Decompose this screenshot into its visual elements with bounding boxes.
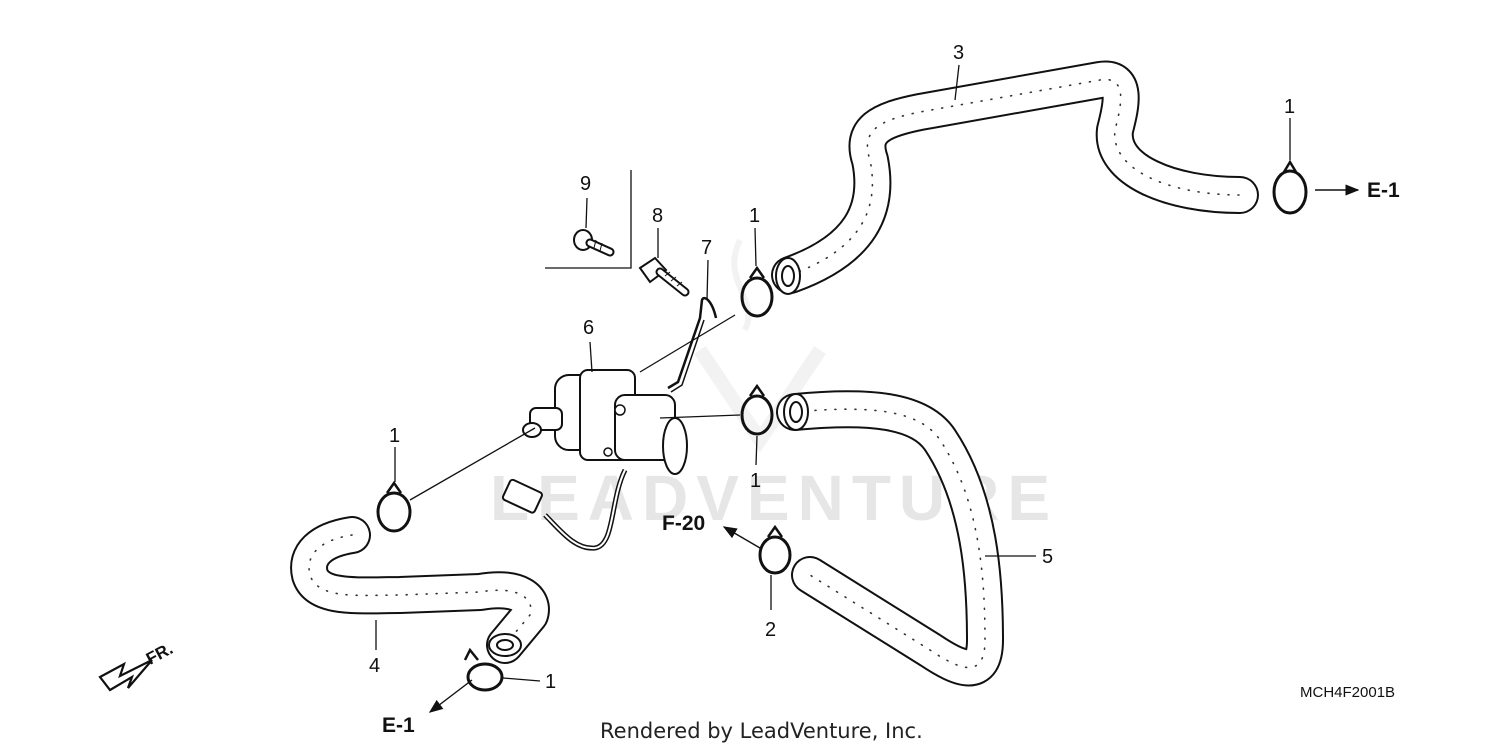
clamp-1-mid	[740, 383, 774, 436]
callout-9: 9	[580, 173, 591, 195]
callout-1-mid: 1	[750, 470, 761, 492]
callout-8: 8	[652, 205, 663, 227]
callout-1-top-right: 1	[1284, 96, 1295, 118]
bolt-9	[573, 229, 615, 257]
ref-e1-right: E-1	[1367, 179, 1400, 202]
bolt-8	[638, 256, 690, 297]
air-injection-valve	[522, 369, 688, 475]
callout-5: 5	[1042, 546, 1053, 568]
hose-4	[290, 516, 550, 664]
callout-1-bottom: 1	[545, 671, 556, 693]
credit-text: Rendered by LeadVenture, Inc.	[600, 719, 923, 743]
clamp-1-top-right	[1272, 159, 1308, 215]
e1-bottom-arrow	[428, 679, 473, 713]
f20-arrow	[722, 526, 761, 549]
callout-6: 6	[583, 317, 594, 339]
callout-1-left: 1	[389, 425, 400, 447]
ref-e1-bottom: E-1	[382, 714, 415, 737]
callout-3: 3	[953, 42, 964, 64]
callout-2: 2	[765, 619, 776, 641]
hose-3	[771, 60, 1259, 295]
leader-lines	[375, 64, 1291, 682]
watermark-emblem	[694, 238, 826, 453]
clamp-2	[758, 524, 792, 575]
bracket-7	[667, 296, 718, 393]
callout-7: 7	[701, 237, 712, 259]
front-arrow: FR.	[98, 639, 176, 692]
clamp-1-upper-mid	[740, 265, 774, 318]
clamp-1-left	[376, 480, 412, 533]
diagram-code: MCH4F2001B	[1300, 684, 1395, 701]
callout-1-upper-mid: 1	[749, 205, 760, 227]
ref-f20: F-20	[662, 512, 705, 535]
clamp-1-bottom	[463, 647, 504, 692]
bolt-9-bracket-line	[545, 170, 632, 269]
hose-5	[776, 390, 1004, 687]
callout-4: 4	[369, 655, 380, 677]
wire-harness	[501, 468, 628, 551]
